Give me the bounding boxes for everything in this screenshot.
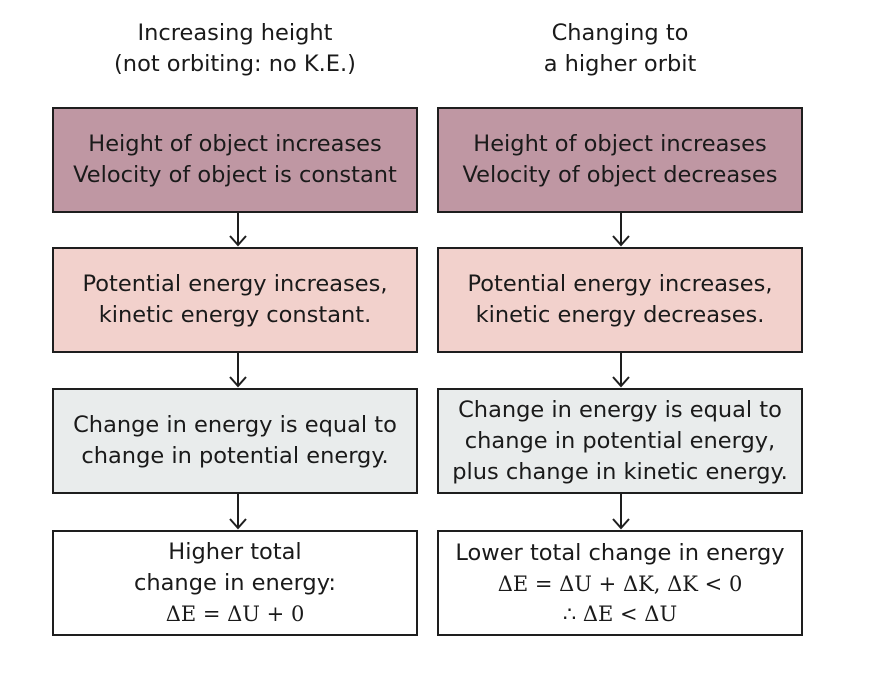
- right-box-energy-equality: Change in energy is equal to change in p…: [437, 388, 803, 494]
- box-line: Height of object increases: [88, 131, 382, 157]
- left-column-heading: Increasing height (not orbiting: no K.E.…: [52, 18, 418, 80]
- box-line: change in potential energy,: [464, 427, 776, 454]
- left-heading-line-2: (not orbiting: no K.E.): [114, 51, 356, 77]
- right-box-height-velocity: Height of object increases Velocity of o…: [437, 107, 803, 213]
- box-line: kinetic energy constant.: [98, 302, 372, 328]
- right-column-heading: Changing to a higher orbit: [437, 18, 803, 80]
- left-box-energy-change: Potential energy increases, kinetic ener…: [52, 247, 418, 353]
- equation-line: ΔE = ΔU + ΔK, ΔK < 0: [497, 571, 743, 596]
- right-heading-line-1: Changing to: [551, 20, 689, 46]
- box-line: change in energy:: [134, 570, 336, 596]
- box-line: Change in energy is equal to: [73, 412, 397, 438]
- box-line: Higher total: [168, 539, 302, 565]
- box-line: Velocity of object is constant: [73, 162, 397, 188]
- left-box-height-velocity: Height of object increases Velocity of o…: [52, 107, 418, 213]
- equation-line: ΔE = ΔU + 0: [165, 602, 305, 626]
- arrow-down-icon: [612, 494, 630, 530]
- left-box-energy-equality: Change in energy is equal to change in p…: [52, 388, 418, 494]
- box-line: plus change in kinetic energy.: [452, 458, 788, 485]
- arrow-down-icon: [612, 353, 630, 388]
- arrow-down-icon: [229, 353, 247, 388]
- box-line: Change in energy is equal to: [458, 396, 782, 423]
- box-line: change in potential energy.: [81, 443, 389, 469]
- left-box-result: Higher total change in energy: ΔE = ΔU +…: [52, 530, 418, 636]
- box-line: kinetic energy decreases.: [475, 302, 765, 328]
- right-box-energy-change: Potential energy increases, kinetic ener…: [437, 247, 803, 353]
- arrow-down-icon: [612, 213, 630, 247]
- arrow-down-icon: [229, 494, 247, 530]
- box-line: Lower total change in energy: [455, 539, 785, 566]
- box-line: Velocity of object decreases: [462, 162, 778, 188]
- right-heading-line-2: a higher orbit: [543, 51, 697, 77]
- box-line: Potential energy increases,: [82, 271, 388, 297]
- equation-line: ∴ ΔE < ΔU: [562, 601, 678, 626]
- arrow-down-icon: [229, 213, 247, 247]
- left-heading-line-1: Increasing height: [137, 20, 333, 46]
- right-box-result: Lower total change in energy ΔE = ΔU + Δ…: [437, 530, 803, 636]
- box-line: Height of object increases: [473, 131, 767, 157]
- box-line: Potential energy increases,: [467, 271, 773, 297]
